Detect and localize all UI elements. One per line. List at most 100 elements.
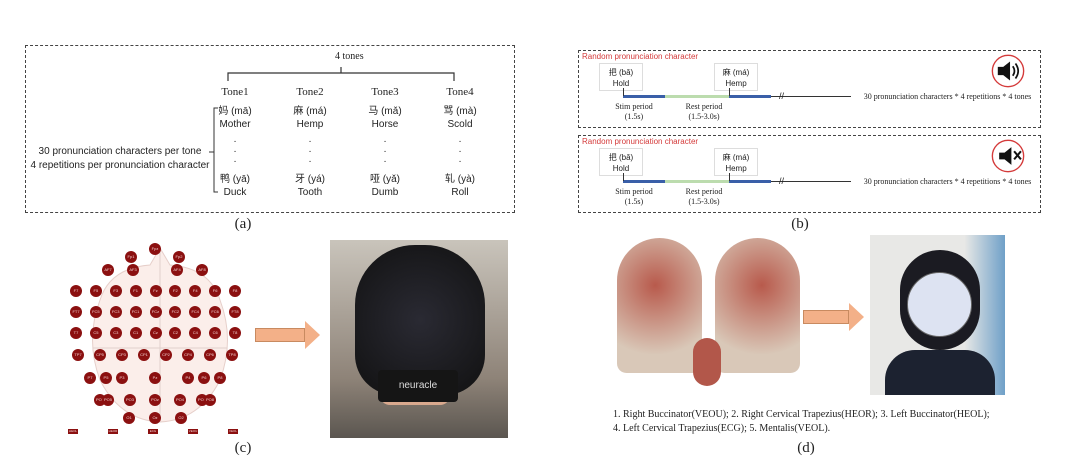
electrode-f4: F4 bbox=[189, 285, 202, 297]
last-character: 轧 (yà) bbox=[445, 174, 475, 185]
tone-name: Tone1 bbox=[221, 86, 249, 98]
electrode-o2: O2 bbox=[175, 412, 187, 424]
stim-bar bbox=[623, 95, 665, 98]
tones-bracket bbox=[227, 67, 455, 81]
muscle-legend-line-2: 4. Left Cervical Trapezius(ECG); 5. Ment… bbox=[613, 423, 831, 434]
electrode-po4: PO4 bbox=[174, 394, 186, 406]
electrode-fc1: FC1 bbox=[129, 306, 142, 318]
rest-bar bbox=[665, 95, 729, 98]
electrode-f1: F1 bbox=[129, 285, 142, 297]
rest-label: Rest period(1.5-3.0s) bbox=[685, 102, 723, 121]
electrode-p5: P5 bbox=[100, 372, 112, 384]
tone-name: Tone4 bbox=[446, 86, 474, 98]
last-meaning: Dumb bbox=[371, 187, 399, 198]
stim-bar bbox=[729, 180, 771, 183]
side-label: 30 pronunciation characters per tone 4 r… bbox=[30, 145, 210, 173]
electrode-o1: O1 bbox=[123, 412, 135, 424]
electrode-c3: C3 bbox=[109, 327, 122, 339]
rest-bar bbox=[665, 180, 729, 183]
scalp-outline bbox=[92, 247, 228, 423]
electrode-po5: PO5 bbox=[102, 394, 114, 406]
electrode-oz: Oz bbox=[149, 412, 161, 424]
electrode-c6: C6 bbox=[209, 327, 222, 339]
stim-bar bbox=[623, 180, 665, 183]
last-meaning: Tooth bbox=[297, 187, 323, 198]
electrode-p7: P7 bbox=[84, 372, 96, 384]
arrow-right-icon bbox=[803, 303, 864, 331]
tone-name: Tone3 bbox=[371, 86, 399, 98]
electrode-tp8: TP8 bbox=[226, 349, 238, 361]
cue-box: 把 (bǎ)Hold bbox=[599, 148, 643, 176]
tone-column: Tone2 麻 (má) Hemp ··· 牙 (yá) Tooth bbox=[265, 86, 355, 199]
electrode-fc6: FC6 bbox=[209, 306, 222, 318]
ellipsis: ··· bbox=[458, 136, 462, 167]
caption-d: (d) bbox=[797, 440, 815, 456]
first-meaning: Mother bbox=[219, 119, 251, 130]
electrode-fc2: FC2 bbox=[169, 306, 182, 318]
tones-title: 4 tones bbox=[335, 51, 364, 62]
electrode-f7: F7 bbox=[70, 285, 82, 297]
aux-channel: ECG bbox=[148, 429, 158, 434]
ellipsis: ··· bbox=[308, 136, 312, 167]
electrode-po3: PO3 bbox=[124, 394, 136, 406]
last-meaning: Roll bbox=[451, 187, 469, 198]
first-character: 马 (mǎ) bbox=[368, 106, 402, 117]
electrode-fc5: FC5 bbox=[89, 306, 102, 318]
row-title: Random pronunciation character bbox=[582, 137, 699, 146]
row-title: Random pronunciation character bbox=[582, 52, 699, 61]
electrode-cp3: CP3 bbox=[116, 349, 128, 361]
cue-box: 麻 (má)Hemp bbox=[714, 148, 758, 176]
stim-label: Stim period(1.5s) bbox=[615, 187, 653, 206]
amplifier-label: neuracle bbox=[378, 370, 458, 402]
caption-b: (b) bbox=[791, 216, 809, 232]
electrode-fcz: FCz bbox=[149, 306, 162, 318]
tone-name: Tone2 bbox=[296, 86, 324, 98]
stim-bar bbox=[729, 95, 771, 98]
first-meaning: Horse bbox=[371, 119, 399, 130]
cue-box: 麻 (má)Hemp bbox=[714, 63, 758, 91]
electrode-f8: F8 bbox=[229, 285, 241, 297]
electrode-cz: Cz bbox=[149, 327, 162, 339]
emg-subject-photo bbox=[870, 235, 1005, 395]
electrode-cp2: CP2 bbox=[160, 349, 172, 361]
last-character: 鸭 (yā) bbox=[220, 174, 250, 185]
electrode-f3: F3 bbox=[109, 285, 122, 297]
first-meaning: Scold bbox=[447, 119, 473, 130]
electrode-po8: PO8 bbox=[204, 394, 216, 406]
ellipsis: ··· bbox=[233, 136, 237, 167]
electrode-af3: AF3 bbox=[127, 264, 139, 276]
electrode-af4: AF4 bbox=[171, 264, 183, 276]
electrode-cp6: CP6 bbox=[204, 349, 216, 361]
electrode-cp1: CP1 bbox=[138, 349, 150, 361]
electrode-pz: Pz bbox=[149, 372, 161, 384]
eeg-cap-photo: neuracle bbox=[330, 240, 508, 438]
electrode-cp5: CP5 bbox=[94, 349, 106, 361]
paradigm-row: Random pronunciation character 把 (bǎ)Hol… bbox=[578, 50, 1041, 128]
tone-column: Tone3 马 (mǎ) Horse ··· 哑 (yǎ) Dumb bbox=[340, 86, 430, 199]
electrode-fc4: FC4 bbox=[189, 306, 202, 318]
electrode-ft7: FT7 bbox=[70, 306, 82, 318]
first-character: 妈 (mā) bbox=[218, 106, 252, 117]
aux-channel: VEOU bbox=[188, 429, 198, 434]
ellipsis: ··· bbox=[383, 136, 387, 167]
speaker-on-icon bbox=[991, 54, 1025, 88]
side-text-2: 4 repetitions per pronunciation characte… bbox=[30, 160, 210, 171]
speaker-muted-icon bbox=[991, 139, 1025, 173]
electrode-t7: T7 bbox=[70, 327, 82, 339]
electrode-c4: C4 bbox=[189, 327, 202, 339]
electrode-tp7: TP7 bbox=[72, 349, 84, 361]
aux-channel: HEOL bbox=[68, 429, 78, 434]
electrode-ft8: FT8 bbox=[229, 306, 241, 318]
electrode-af8: AF8 bbox=[196, 264, 208, 276]
tone-column: Tone1 妈 (mā) Mother ··· 鸭 (yā) Duck bbox=[190, 86, 280, 199]
first-meaning: Hemp bbox=[296, 119, 324, 130]
electrode-c1: C1 bbox=[129, 327, 142, 339]
electrode-p3: P3 bbox=[116, 372, 128, 384]
electrode-fp2: Fp2 bbox=[173, 251, 185, 263]
aux-channel: HEOR bbox=[108, 429, 118, 434]
last-character: 哑 (yǎ) bbox=[370, 174, 400, 185]
electrode-p4: P4 bbox=[182, 372, 194, 384]
electrode-fpz: Fpz bbox=[149, 243, 161, 255]
electrode-f6: F6 bbox=[209, 285, 222, 297]
rest-label: Rest period(1.5-3.0s) bbox=[685, 187, 723, 206]
